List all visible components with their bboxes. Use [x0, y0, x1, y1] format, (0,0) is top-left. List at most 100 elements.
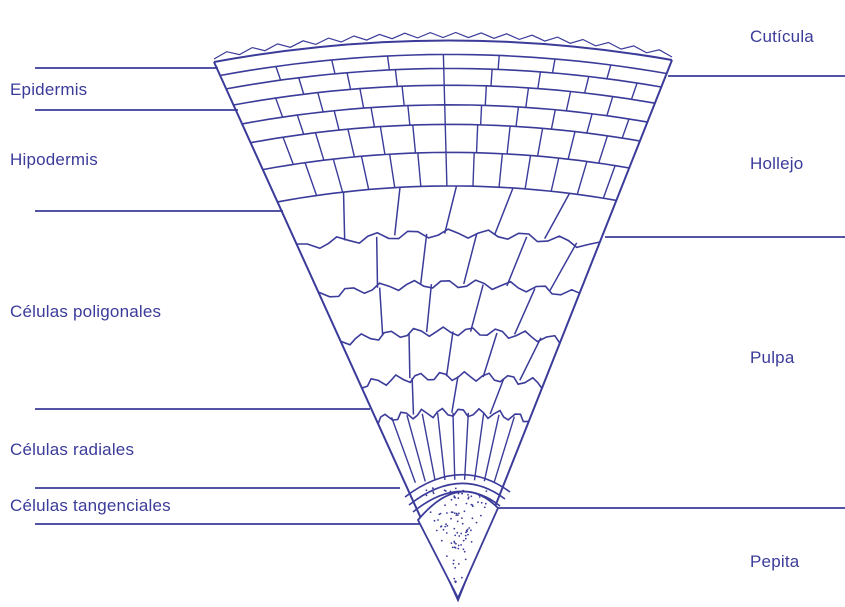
seed-stipple-dot [454, 567, 456, 569]
seed-stipple-dot [480, 515, 482, 517]
seed-stipple-dot [458, 493, 460, 495]
pulp-cell-wall [471, 285, 484, 332]
seed-stipple-dot [472, 505, 474, 507]
seed-stipple-dot [452, 511, 454, 513]
skin-cell-wall [388, 56, 390, 70]
skin-cell-wall [445, 105, 446, 125]
pulp-cell-wall [344, 192, 345, 240]
skin-cell-wall [499, 154, 502, 187]
skin-cell-wall [599, 136, 608, 163]
seed-stipple-dot [453, 541, 455, 543]
seed-stipple-dot [454, 496, 456, 498]
seed-stipple-dot [434, 520, 436, 522]
skin-cell-wall [390, 154, 395, 187]
skin-cell-wall [445, 124, 446, 152]
seed-stipple-dot [441, 525, 443, 527]
skin-cell-wall [485, 86, 486, 106]
skin-cell-wall [553, 59, 555, 73]
pulp-cell-wall [395, 187, 400, 235]
seed-stipple-dot [477, 501, 479, 503]
seed-stipple-dot [446, 555, 448, 557]
seed-stipple-dot [485, 503, 487, 505]
skin-cell-wall [348, 129, 354, 157]
skin-cell-wall [413, 125, 416, 153]
seed-stipple-dot [444, 526, 446, 528]
pulp-cell-wall [421, 234, 427, 285]
seed-stipple-dot [453, 528, 455, 530]
seed-stipple-dot [467, 498, 469, 500]
skin-cell-wall [371, 108, 374, 127]
skin-cell-wall [318, 93, 323, 112]
skin-cell-wall [603, 166, 615, 199]
pulp-cell-wall [452, 376, 458, 412]
seed-stipple-dot [457, 548, 459, 550]
skin-cell-wall [491, 69, 492, 86]
seed-stipple-dot [455, 514, 457, 516]
seed-stipple-dot [461, 493, 463, 495]
seed-stipple-dot [436, 530, 438, 532]
label-celulas-tangenciales: Células tangenciales [10, 496, 171, 516]
seed-stipple-dot [445, 490, 447, 492]
skin-cell-wall [473, 153, 474, 187]
skin-cell-wall [315, 133, 323, 160]
skin-cell-wall [551, 158, 559, 191]
skin-cell-wall [276, 66, 281, 80]
seed-stipple-dot [430, 511, 432, 513]
radial-cell-wall [474, 414, 483, 481]
pulp-cell-wall [447, 331, 453, 376]
seed-stipple-dot [453, 563, 455, 565]
seed-stipple-dot [444, 504, 446, 506]
radial-cell-wall [484, 415, 499, 481]
seed-stipple-dot [470, 529, 472, 531]
pulp-cell-wall [380, 288, 383, 336]
seed-stipple-dot [465, 538, 467, 540]
seed-stipple-dot [452, 547, 454, 549]
seed-stipple-dot [455, 581, 457, 583]
seed-stipple-dot [466, 503, 468, 505]
skin-cell-wall [607, 97, 613, 116]
seed-stipple-dot [470, 495, 472, 497]
radial-cell-wall [453, 413, 455, 480]
seed-stipple-dot [443, 529, 445, 531]
seed-stipple-dot [455, 488, 457, 490]
seed-stipple-dot [479, 496, 481, 498]
skin-cell-wall [276, 98, 283, 117]
pulp-cell-wall [464, 234, 477, 284]
seed-stipple-dot [458, 545, 460, 547]
skin-cell-wall [551, 110, 555, 129]
seed-stipple-dot [432, 491, 434, 493]
seed-stipple-dot [486, 490, 488, 492]
seed-stipple-dot [457, 521, 459, 523]
label-hipodermis: Hipodermis [10, 150, 98, 170]
seed-stipple-dot [489, 498, 491, 500]
label-cuticula: Cutícula [750, 27, 814, 47]
skin-cell-wall [334, 111, 339, 130]
seed-stipple-dot [450, 518, 452, 520]
skin-cell-wall [347, 73, 351, 90]
radial-cell-wall [494, 417, 514, 483]
skin-cell-wall [418, 153, 421, 187]
label-epidermis: Epidermis [10, 80, 87, 100]
seed-stipple-dot [465, 535, 467, 537]
skin-cell-wall [402, 86, 404, 106]
seed-stipple-dot [481, 502, 483, 504]
seed-stipple-dot [463, 540, 465, 542]
seed-stipple-dot [471, 504, 473, 506]
radial-cell-wall [407, 415, 425, 481]
pulp-cell-wall [520, 338, 541, 381]
pulp-row-wall [297, 229, 600, 248]
seed-stipple-dot [460, 533, 462, 535]
seed-stipple-dot [476, 522, 478, 524]
skin-cell-wall [283, 137, 293, 164]
seed-stipple-dot [438, 513, 440, 515]
seed-stipple-dot [455, 543, 457, 545]
skin-cell-wall [526, 88, 529, 107]
seed-stipple-dot [453, 578, 455, 580]
seed-stipple-dot [451, 542, 453, 544]
radial-cell-wall [438, 413, 445, 480]
seed-stipple-dot [467, 534, 469, 536]
seed-stipple-dot [450, 491, 452, 493]
skin-cell-wall [525, 156, 530, 189]
radial-cell-wall [465, 413, 469, 480]
skin-cell-wall [498, 55, 499, 69]
